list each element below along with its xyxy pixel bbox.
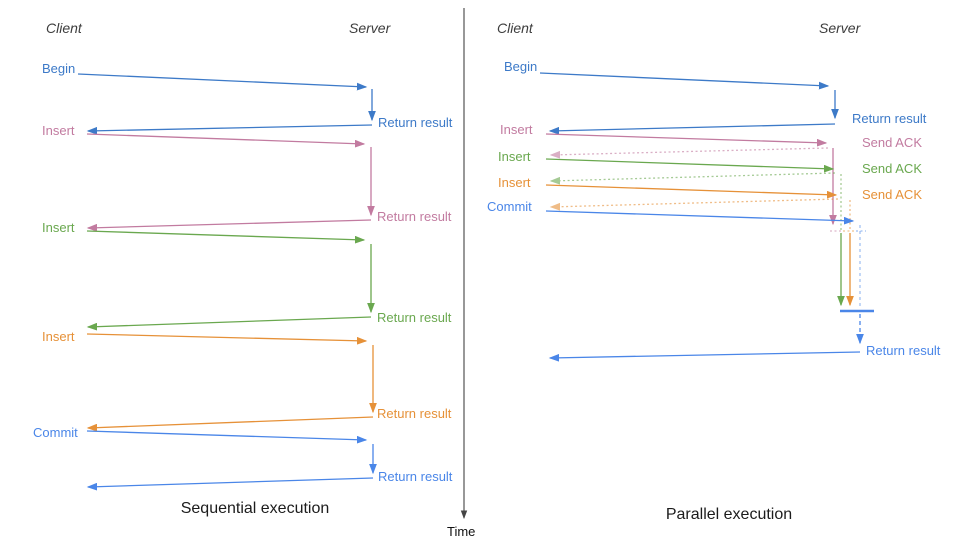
seq-begin-response-label: Return result (378, 115, 453, 130)
par-insert1-request-line (545, 133, 828, 147)
seq-commit-response-line (86, 477, 374, 491)
par-begin-response-line (548, 123, 836, 135)
seq-insert3-label: Insert (42, 329, 75, 344)
time-axis-label: Time (447, 524, 476, 539)
par-commit-label: Commit (487, 199, 532, 214)
seq-insert1-response-line (86, 219, 372, 232)
par-server-header: Server (819, 20, 861, 36)
par-insert2-ack-label: Send ACK (862, 161, 922, 176)
par-begin-request-line (539, 72, 830, 90)
seq-commit-request-line (86, 430, 368, 444)
par-insert1-ack-label: Send ACK (862, 135, 922, 150)
par-begin-label: Begin (504, 59, 538, 74)
par-commit-request-line (545, 210, 855, 225)
seq-commit-label: Commit (33, 425, 78, 440)
seq-begin-label: Begin (42, 61, 76, 76)
seq-insert2-label: Insert (42, 220, 75, 235)
par-begin-response-label: Return result (852, 111, 927, 126)
seq-insert1-request-line (86, 133, 366, 148)
par-commit-response-label: Return result (866, 343, 941, 358)
par-panel-title: Parallel execution (665, 506, 793, 523)
par-insert2-request-line (545, 158, 835, 173)
par-insert2-ack-line (549, 172, 836, 185)
seq-insert3-request-line (86, 333, 368, 345)
seq-client-header: Client (46, 20, 82, 36)
par-insert3-ack-label: Send ACK (862, 187, 922, 202)
par-insert1-label: Insert (500, 122, 533, 137)
seq-panel-title: Sequential execution (180, 500, 330, 517)
par-commit-response-line (548, 351, 861, 362)
seq-insert2-request-line (86, 230, 366, 244)
seq-commit-response-label: Return result (378, 469, 453, 484)
seq-server-header: Server (349, 20, 391, 36)
seq-insert3-response-line (86, 416, 374, 432)
seq-insert2-response-label: Return result (377, 310, 452, 325)
par-insert3-request-line (545, 184, 838, 199)
par-insert2-label: Insert (498, 149, 531, 164)
seq-begin-request-line (77, 73, 368, 91)
par-insert3-ack-line (549, 198, 839, 211)
seq-insert3-response-label: Return result (377, 406, 452, 421)
par-insert1-ack-line (549, 147, 829, 159)
seq-insert1-label: Insert (42, 123, 75, 138)
sequential-panel-arrows (77, 73, 377, 491)
par-insert3-label: Insert (498, 175, 531, 190)
par-client-header: Client (497, 20, 533, 36)
seq-insert1-response-label: Return result (377, 209, 452, 224)
seq-begin-response-line (86, 124, 373, 135)
parallel-panel-arrows (539, 72, 874, 362)
seq-insert2-response-line (86, 316, 372, 331)
